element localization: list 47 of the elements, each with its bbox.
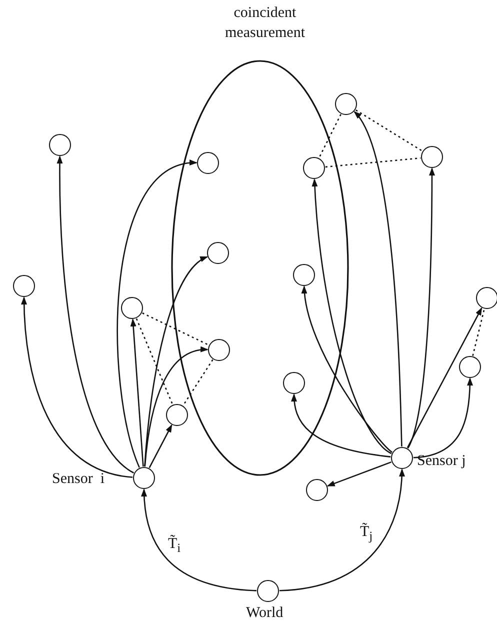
dotted-line <box>142 312 209 346</box>
node-circle <box>334 92 356 114</box>
node-label: World <box>246 605 284 622</box>
dotted-line <box>318 114 342 158</box>
node-circle <box>166 404 188 426</box>
arrow <box>406 307 482 448</box>
arrow <box>144 256 208 467</box>
node-circle <box>256 580 278 602</box>
arrow <box>141 488 257 592</box>
arrow <box>21 296 133 478</box>
node-circle <box>476 286 497 308</box>
ellipse-heading: coincident measurement <box>224 4 306 42</box>
node-circle <box>48 134 70 156</box>
arrow <box>116 160 198 468</box>
dotted-line <box>182 359 214 406</box>
node-circle <box>458 356 480 378</box>
node-circle <box>302 156 324 178</box>
node-circle <box>292 264 314 286</box>
dotted-line <box>325 157 421 168</box>
edge-label: T̃$_{j}$ <box>360 524 373 544</box>
node-label: Sensor j <box>417 453 466 470</box>
arrow <box>148 424 172 468</box>
arrow <box>302 286 393 453</box>
node-circle <box>420 146 442 168</box>
node-circle <box>306 478 328 500</box>
arrow <box>407 168 435 448</box>
arrow <box>354 110 402 447</box>
arrow <box>326 461 392 487</box>
node-circle <box>196 152 218 174</box>
dotted-line <box>472 309 485 356</box>
node-circle <box>208 338 230 360</box>
node-circle <box>390 446 412 468</box>
arrow <box>312 178 392 454</box>
arrow <box>279 468 405 592</box>
node-circle <box>282 372 304 394</box>
dotted-line <box>355 109 423 152</box>
dotted-line <box>136 318 174 405</box>
node-circle <box>206 242 228 264</box>
arrow <box>413 378 473 458</box>
node-label: Sensor i <box>52 471 104 488</box>
arrow <box>130 318 144 467</box>
node-circle <box>12 274 34 296</box>
arrow <box>144 347 208 467</box>
arrow <box>291 394 391 458</box>
arrow <box>56 156 134 474</box>
node-circle <box>132 466 154 488</box>
node-circle <box>120 296 142 318</box>
